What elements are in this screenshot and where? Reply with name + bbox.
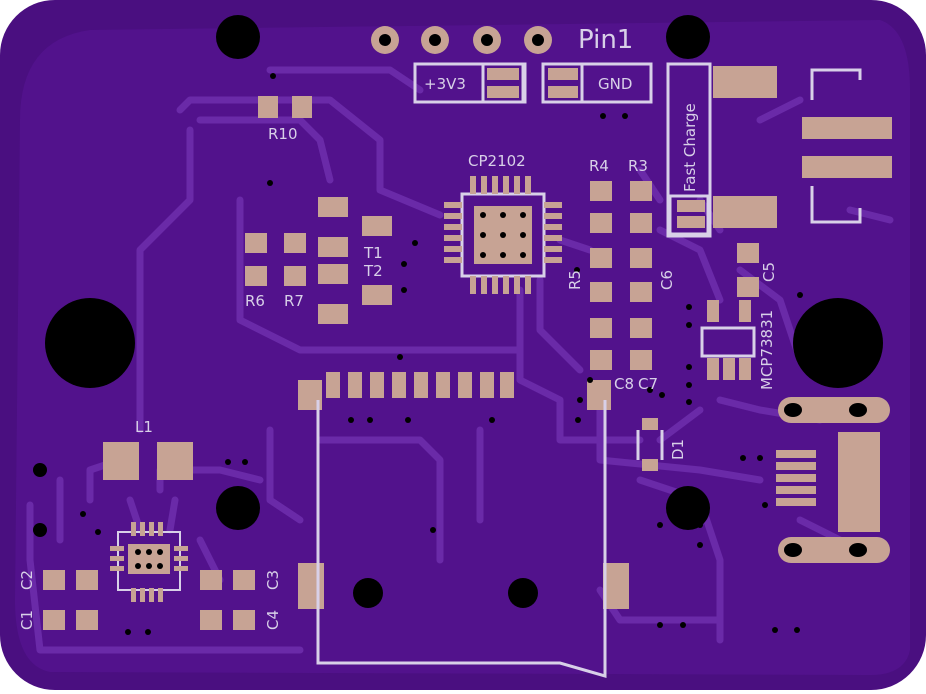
gnd-label: GND [598,75,632,93]
c4-label: C4 [264,610,282,630]
mounting-hole [353,578,383,608]
smd-pads [43,66,892,630]
usb-holes [784,403,867,557]
r10-label: R10 [268,125,298,143]
mounting-holes [45,15,883,608]
mounting-hole [45,298,135,388]
r5-label: R5 [566,270,584,290]
mounting-hole [793,298,883,388]
mounting-hole [508,578,538,608]
c6-label: C6 [658,270,676,290]
t2-label: T2 [363,262,383,280]
d1-label: D1 [669,439,687,460]
c3-label: C3 [264,570,282,590]
c1-label: C1 [18,610,36,630]
cp2102-chip [444,176,562,294]
c5-label: C5 [760,262,778,282]
mounting-hole [216,486,260,530]
cp2102-label: CP2102 [468,152,526,170]
regulator-chip [110,522,188,602]
c2-label: C2 [18,570,36,590]
c8-label: C8 [614,375,634,393]
mounting-hole [666,15,710,59]
r4-label: R4 [589,157,609,175]
r3-label: R3 [628,157,648,175]
fast-charge-label: Fast Charge [681,103,699,192]
header-pins [371,26,552,54]
c7-label: C7 [638,375,658,393]
v3-label: +3V3 [424,75,466,93]
vias [33,73,803,635]
r7-label: R7 [284,292,304,310]
pin1-label: Pin1 [578,25,633,55]
mounting-hole [666,486,710,530]
r6-label: R6 [245,292,265,310]
mounting-hole [216,15,260,59]
t1-label: T1 [363,244,383,262]
silkscreen-lines [316,62,862,678]
mcp-label: MCP73831 [758,310,776,390]
l1-label: L1 [135,418,153,436]
